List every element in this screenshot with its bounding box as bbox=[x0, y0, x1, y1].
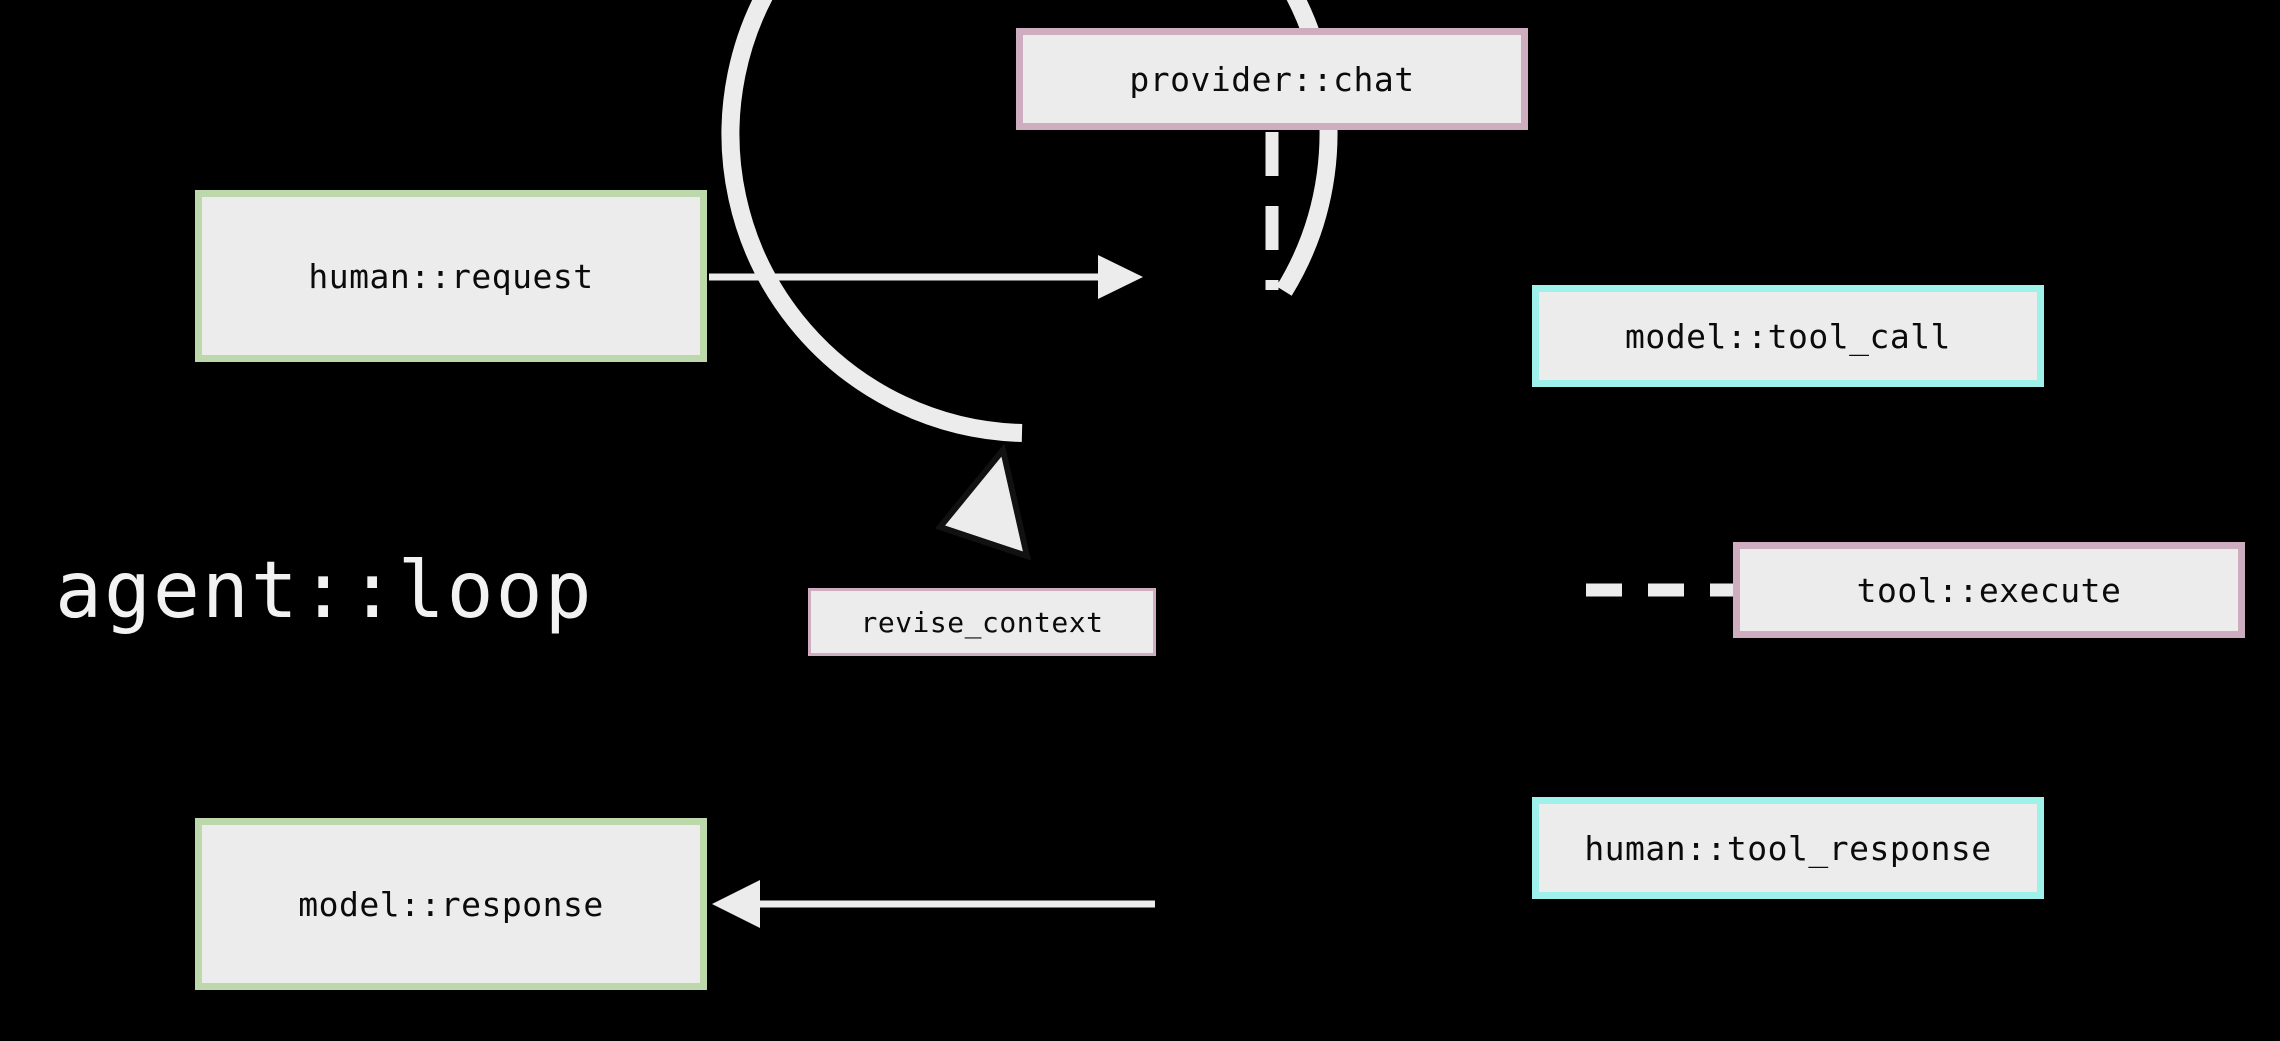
node-provider-chat-label: provider::chat bbox=[1129, 59, 1415, 99]
node-model-tool-call-label: model::tool_call bbox=[1625, 316, 1951, 356]
loop-direction-arrowhead bbox=[934, 443, 1032, 561]
node-tool-execute[interactable]: tool::execute bbox=[1733, 542, 2245, 638]
node-revise-context-label: revise_context bbox=[860, 605, 1104, 639]
node-revise-context[interactable]: revise_context bbox=[808, 588, 1156, 656]
edge-model-response-arrowhead bbox=[712, 880, 760, 928]
node-model-response[interactable]: model::response bbox=[195, 818, 707, 990]
node-human-tool-response-label: human::tool_response bbox=[1584, 828, 1992, 868]
node-human-tool-response[interactable]: human::tool_response bbox=[1532, 797, 2044, 899]
node-provider-chat[interactable]: provider::chat bbox=[1016, 28, 1528, 130]
diagram-title: agent::loop bbox=[55, 546, 594, 636]
node-human-request-label: human::request bbox=[308, 256, 594, 296]
node-model-tool-call[interactable]: model::tool_call bbox=[1532, 285, 2044, 387]
edge-human-request-arrowhead bbox=[1098, 255, 1143, 299]
node-human-request[interactable]: human::request bbox=[195, 190, 707, 362]
node-model-response-label: model::response bbox=[298, 884, 604, 924]
node-tool-execute-label: tool::execute bbox=[1856, 570, 2122, 610]
